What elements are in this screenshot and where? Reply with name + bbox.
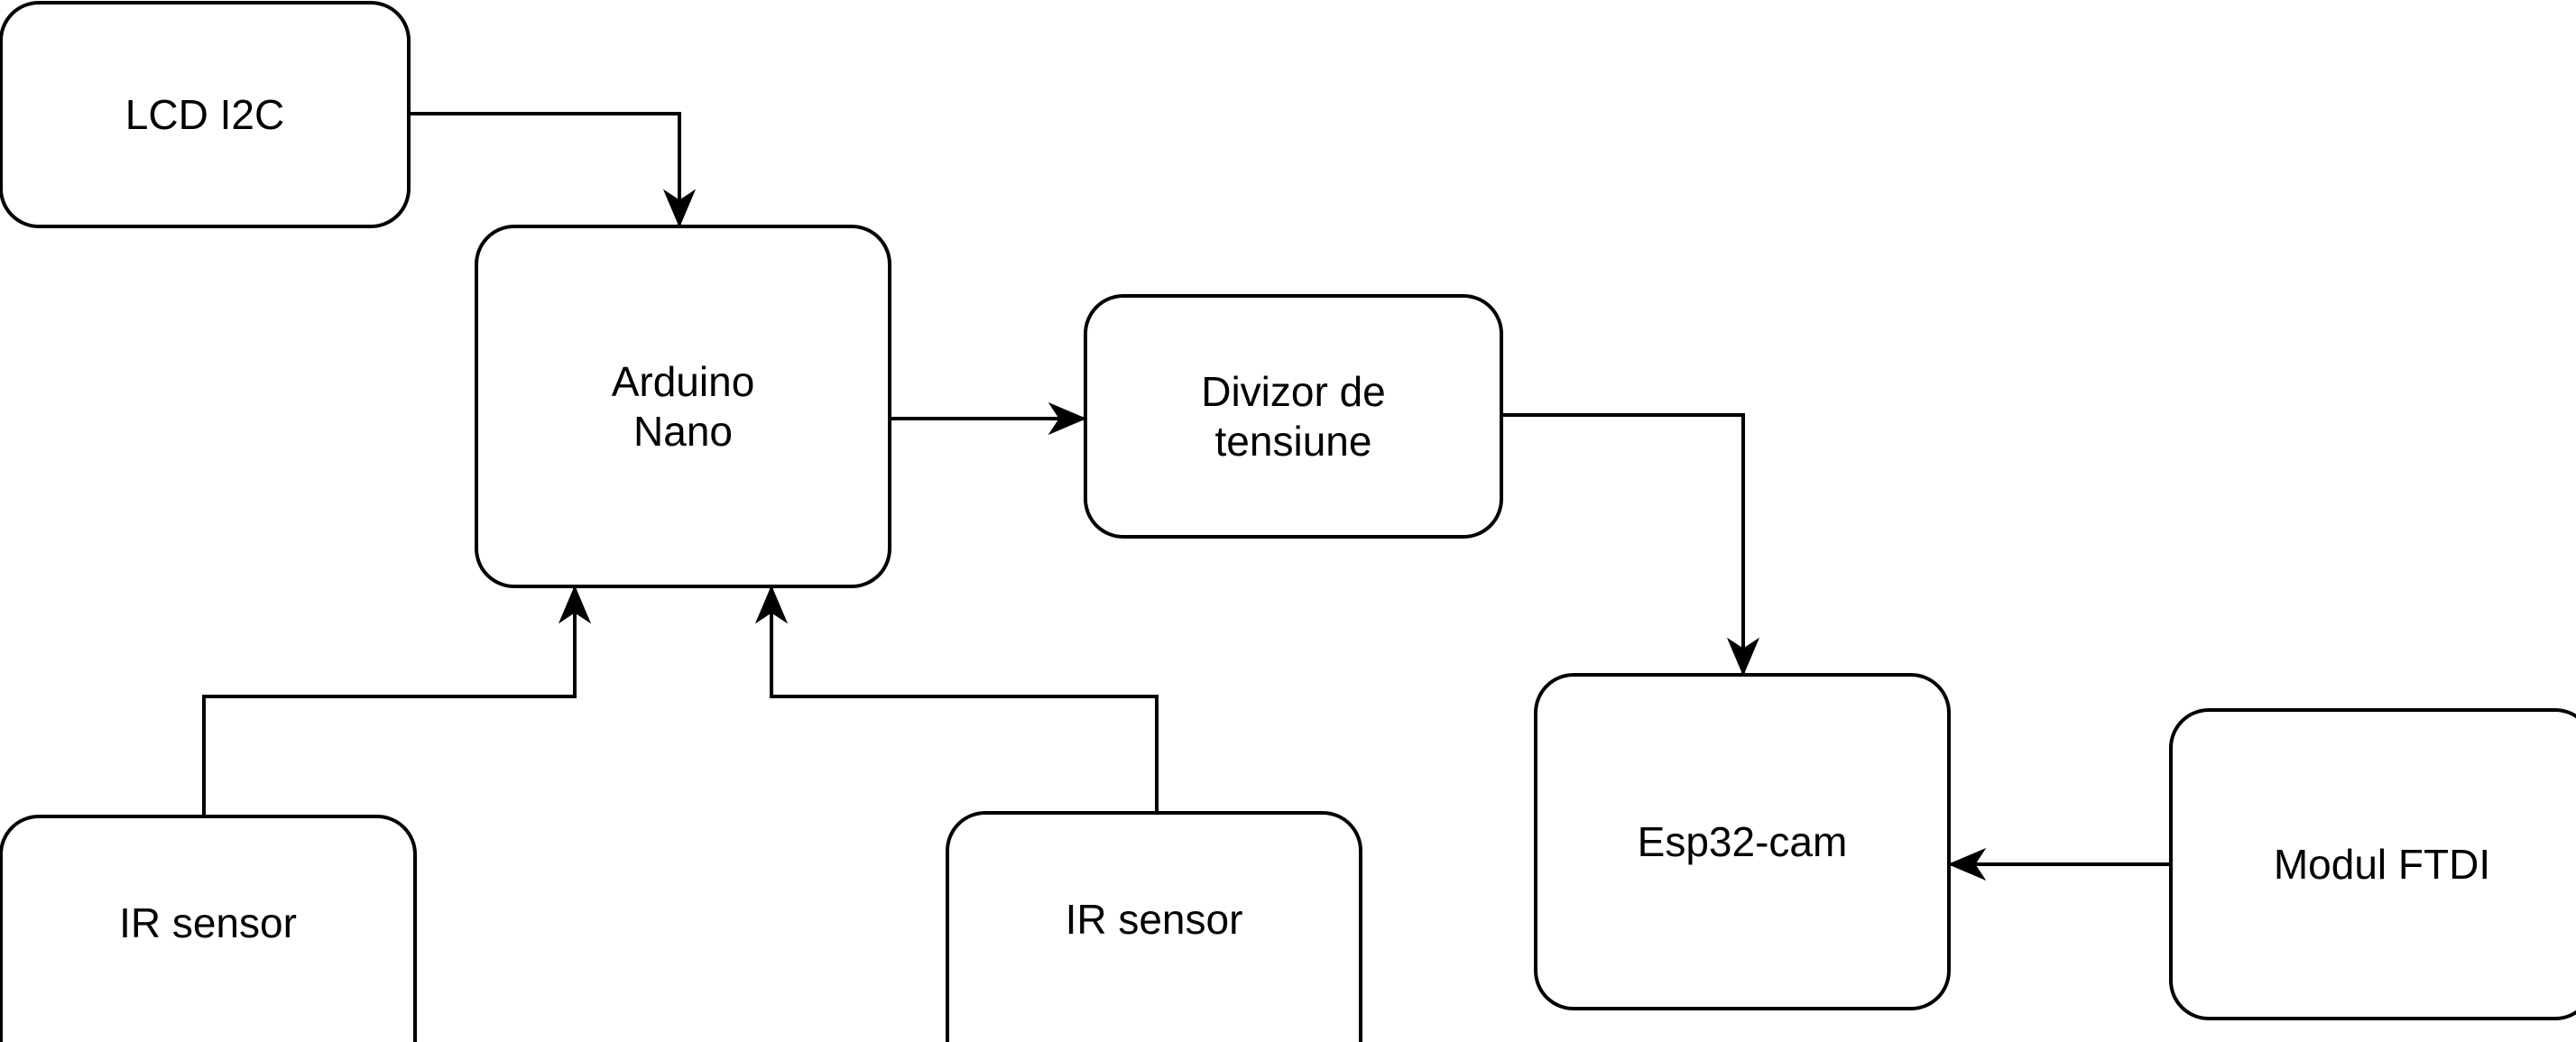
node-box-ir-sensor-right[interactable] bbox=[946, 811, 1362, 1042]
edge-arduino-to-divizor[interactable] bbox=[890, 401, 1087, 436]
edge-ftdi-to-esp32[interactable] bbox=[1947, 847, 2171, 881]
edge-line-ir-left-to-arduino bbox=[202, 586, 577, 816]
node-box-ir-sensor-left[interactable] bbox=[0, 815, 417, 1042]
edge-line-lcd-to-arduino bbox=[409, 112, 681, 226]
edge-ir-right-to-arduino[interactable] bbox=[754, 585, 1159, 813]
arrow-head-lcd-to-arduino bbox=[662, 189, 697, 228]
arrow-head-ftdi-to-esp32 bbox=[1947, 847, 1987, 881]
node-box-esp32-cam[interactable] bbox=[1534, 673, 1951, 1010]
node-box-arduino-nano[interactable] bbox=[475, 225, 891, 588]
node-box-lcd-i2c[interactable] bbox=[0, 1, 411, 228]
edge-line-divizor-to-esp32 bbox=[1501, 413, 1745, 675]
edge-ir-left-to-arduino[interactable] bbox=[202, 585, 592, 816]
arrow-head-arduino-to-divizor bbox=[1048, 401, 1087, 436]
node-box-modul-ftdi[interactable] bbox=[2169, 708, 2576, 1020]
arrow-head-ir-right-to-arduino bbox=[754, 585, 789, 624]
arrow-head-ir-left-to-arduino bbox=[558, 585, 592, 624]
arrow-head-divizor-to-esp32 bbox=[1726, 637, 1760, 677]
edge-divizor-to-esp32[interactable] bbox=[1501, 413, 1760, 677]
edge-lcd-to-arduino[interactable] bbox=[409, 112, 697, 228]
node-box-divizor-de-tensiune[interactable] bbox=[1084, 294, 1503, 539]
edge-line-ir-right-to-arduino bbox=[770, 586, 1159, 813]
edge-layer bbox=[202, 112, 2171, 881]
